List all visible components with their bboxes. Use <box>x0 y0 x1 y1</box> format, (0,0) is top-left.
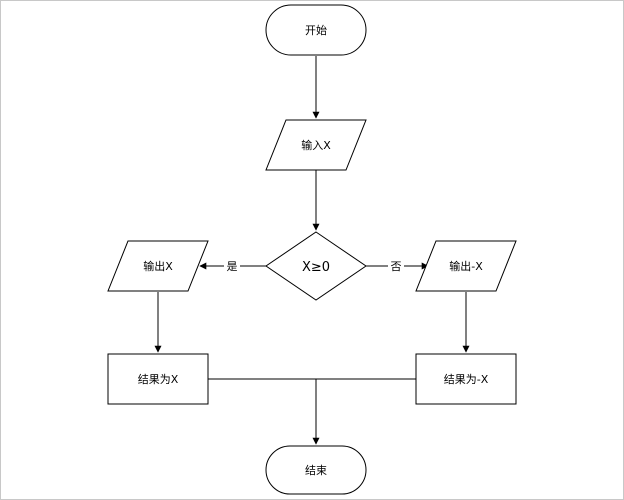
result-pos-node[interactable] <box>107 353 209 405</box>
yes-label: 是 <box>227 260 238 273</box>
start-node[interactable] <box>265 4 367 56</box>
no-label: 否 <box>391 260 402 273</box>
condition-node-label: X≥0 <box>302 260 330 275</box>
input-node-label: 输入X <box>301 138 331 152</box>
yes-label-bg <box>224 258 240 273</box>
output-pos-node[interactable] <box>107 240 209 292</box>
output-neg-node-label: 输出-X <box>449 259 483 273</box>
output-pos-node-label: 输出X <box>143 259 173 273</box>
start-node-label: 开始 <box>305 23 327 37</box>
input-node[interactable] <box>265 119 367 171</box>
result-neg-node-label: 结果为-X <box>444 373 489 386</box>
end-node[interactable] <box>265 445 367 495</box>
result-pos-node-label: 结果为X <box>138 373 179 386</box>
no-label-bg <box>388 258 404 273</box>
condition-node[interactable] <box>265 231 367 301</box>
output-neg-node[interactable] <box>415 240 517 292</box>
result-neg-node[interactable] <box>415 353 517 405</box>
end-node-label: 结束 <box>305 464 327 477</box>
